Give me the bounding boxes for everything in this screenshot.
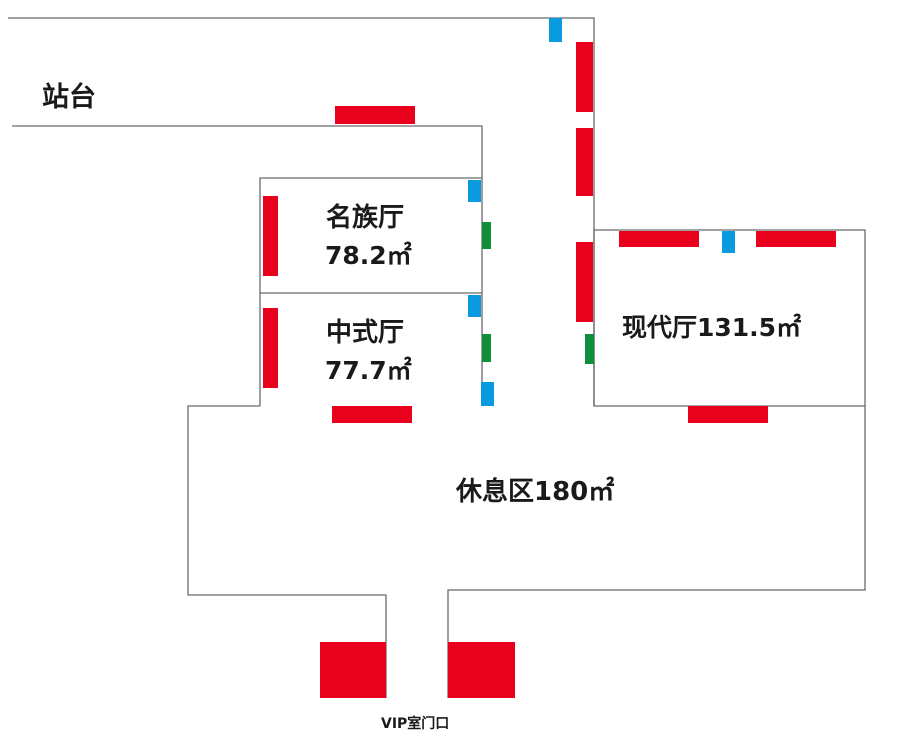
red-block-vip-right (448, 642, 515, 698)
mingzu-hall-name: 名族厅 (326, 202, 404, 233)
xiandai-hall-label: 现代厅131.5㎡ (622, 313, 801, 342)
red-block-zhongshi-bottom (332, 406, 412, 423)
red-block-xiandai-top-left (619, 231, 699, 247)
rest-area-label: 休息区180㎡ (455, 476, 614, 507)
red-block-mingzu-left (263, 196, 278, 276)
platform-label: 站台 (42, 81, 96, 113)
blue-block-zhongshi-bottom (481, 382, 494, 406)
red-block-xiandai-bottom (688, 406, 768, 423)
red-block-platform-door (335, 106, 415, 124)
zhongshi-hall-area: 77.7㎡ (325, 356, 412, 385)
green-blocks (482, 222, 594, 364)
green-block-xiandai (585, 334, 594, 364)
mingzu-hall-area: 78.2㎡ (325, 241, 412, 270)
walls (8, 17, 866, 698)
blue-block-zhongshi-top (468, 295, 481, 317)
blue-block-xiandai-top (722, 231, 735, 253)
blue-blocks (468, 18, 735, 406)
red-block-xiandai-top-right (756, 231, 836, 247)
red-block-corridor-1 (576, 42, 593, 112)
green-block-mingzu (482, 222, 491, 249)
green-block-zhongshi (482, 334, 491, 362)
vip-entrance-label: VIP室门口 (381, 715, 449, 732)
red-block-corridor-2 (576, 128, 593, 196)
red-blocks (263, 42, 836, 698)
blue-block-corridor-top (549, 18, 562, 42)
wall-mingzu-hall (259, 177, 482, 406)
wall-platform-top (8, 17, 595, 230)
red-block-corridor-3 (576, 242, 593, 322)
zhongshi-hall-name: 中式厅 (326, 318, 404, 348)
wall-rest-area (187, 405, 387, 698)
wall-platform-bottom (12, 125, 483, 406)
red-block-zhongshi-left (263, 308, 278, 388)
blue-block-mingzu-top (468, 180, 481, 202)
red-block-vip-left (320, 642, 386, 698)
